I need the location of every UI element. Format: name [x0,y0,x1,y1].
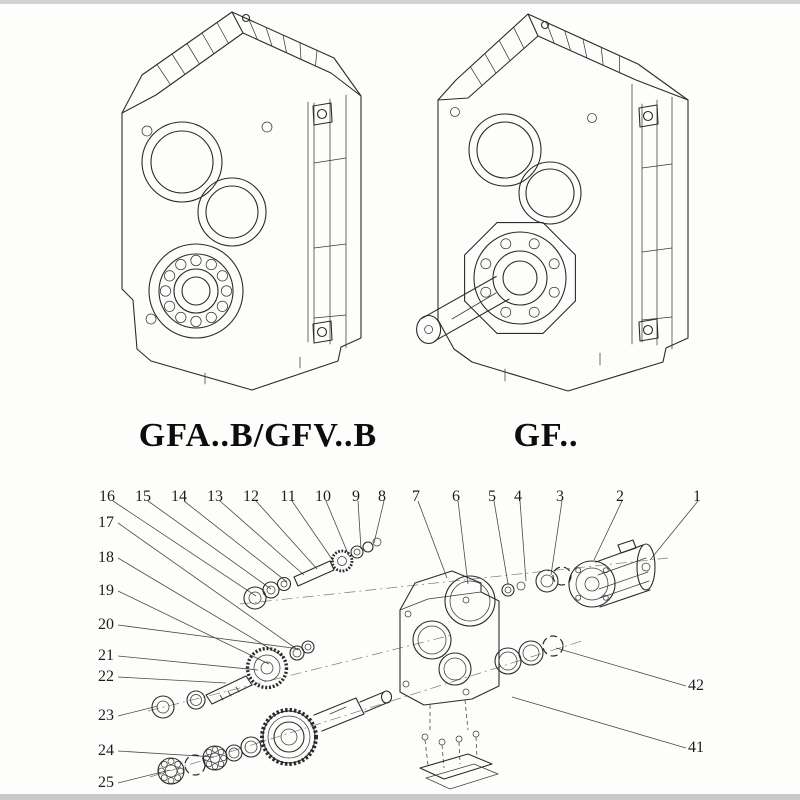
gearbox-right-drawing [416,13,689,392]
snap-ring [552,566,572,586]
callout-23: 23 [98,707,114,724]
intermediate-gear-assembly [151,640,315,719]
small-gear [330,549,354,573]
housing [399,570,500,706]
bottom-cover-assembly [419,699,500,790]
callout-7: 7 [412,488,420,505]
callout-5: 5 [488,488,496,505]
cover-plate [419,753,493,780]
intermediate-shaft [205,675,253,705]
leader-lines [112,500,699,784]
callout-17: 17 [98,514,114,531]
snap-ring [542,635,564,657]
callout-18: 18 [98,549,114,566]
callout-6: 6 [452,488,460,505]
callout-15: 15 [135,488,151,505]
callout-22: 22 [98,668,114,685]
top-edge-strip [0,0,800,4]
callout-1: 1 [693,488,701,505]
output-bearing [148,243,244,339]
callout-25: 25 [98,774,114,791]
oil-plug [241,13,251,23]
model-label-left: GFA..B/GFV..B [139,417,377,454]
gearbox-left-drawing [121,11,362,391]
snap-ring [184,754,206,776]
callout-11: 11 [280,488,295,505]
callout-41: 41 [688,739,704,756]
callout-9: 9 [352,488,360,505]
pinion-shaft [293,560,335,587]
intermediate-gear [245,646,289,690]
output-shaft [313,697,365,732]
output-gear [260,708,318,766]
callout-12: 12 [243,488,259,505]
callout-3: 3 [556,488,564,505]
input-bore-circles [141,121,267,247]
callout-16: 16 [99,488,115,505]
ball-bearing [157,757,185,785]
oil-plug [540,20,550,30]
callout-19: 19 [98,582,114,599]
callout-numbers: 16 15 14 13 12 11 10 9 8 7 6 5 4 3 2 1 1… [98,488,704,791]
callout-14: 14 [171,488,187,505]
output-shaft [416,275,510,345]
callout-20: 20 [98,616,114,633]
callout-42: 42 [688,677,704,694]
cover-gasket [424,763,500,790]
exploded-view: 16 15 14 13 12 11 10 9 8 7 6 5 4 3 2 1 1… [98,488,704,791]
callout-2: 2 [616,488,624,505]
output-gear-assembly [157,690,393,785]
callout-13: 13 [207,488,223,505]
ball-bearing [202,745,228,771]
output-flange [464,222,576,334]
callout-8: 8 [378,488,386,505]
output-side-rings [494,635,564,675]
callout-4: 4 [514,488,522,505]
bottom-edge-strip [0,794,800,800]
input-side-parts [444,566,572,627]
callout-24: 24 [98,742,114,759]
callout-21: 21 [98,647,114,664]
callout-10: 10 [315,488,331,505]
terminal-box [617,539,637,554]
motor [568,539,656,608]
model-label-right: GF.. [513,417,578,454]
input-shaft-assembly [243,537,382,610]
